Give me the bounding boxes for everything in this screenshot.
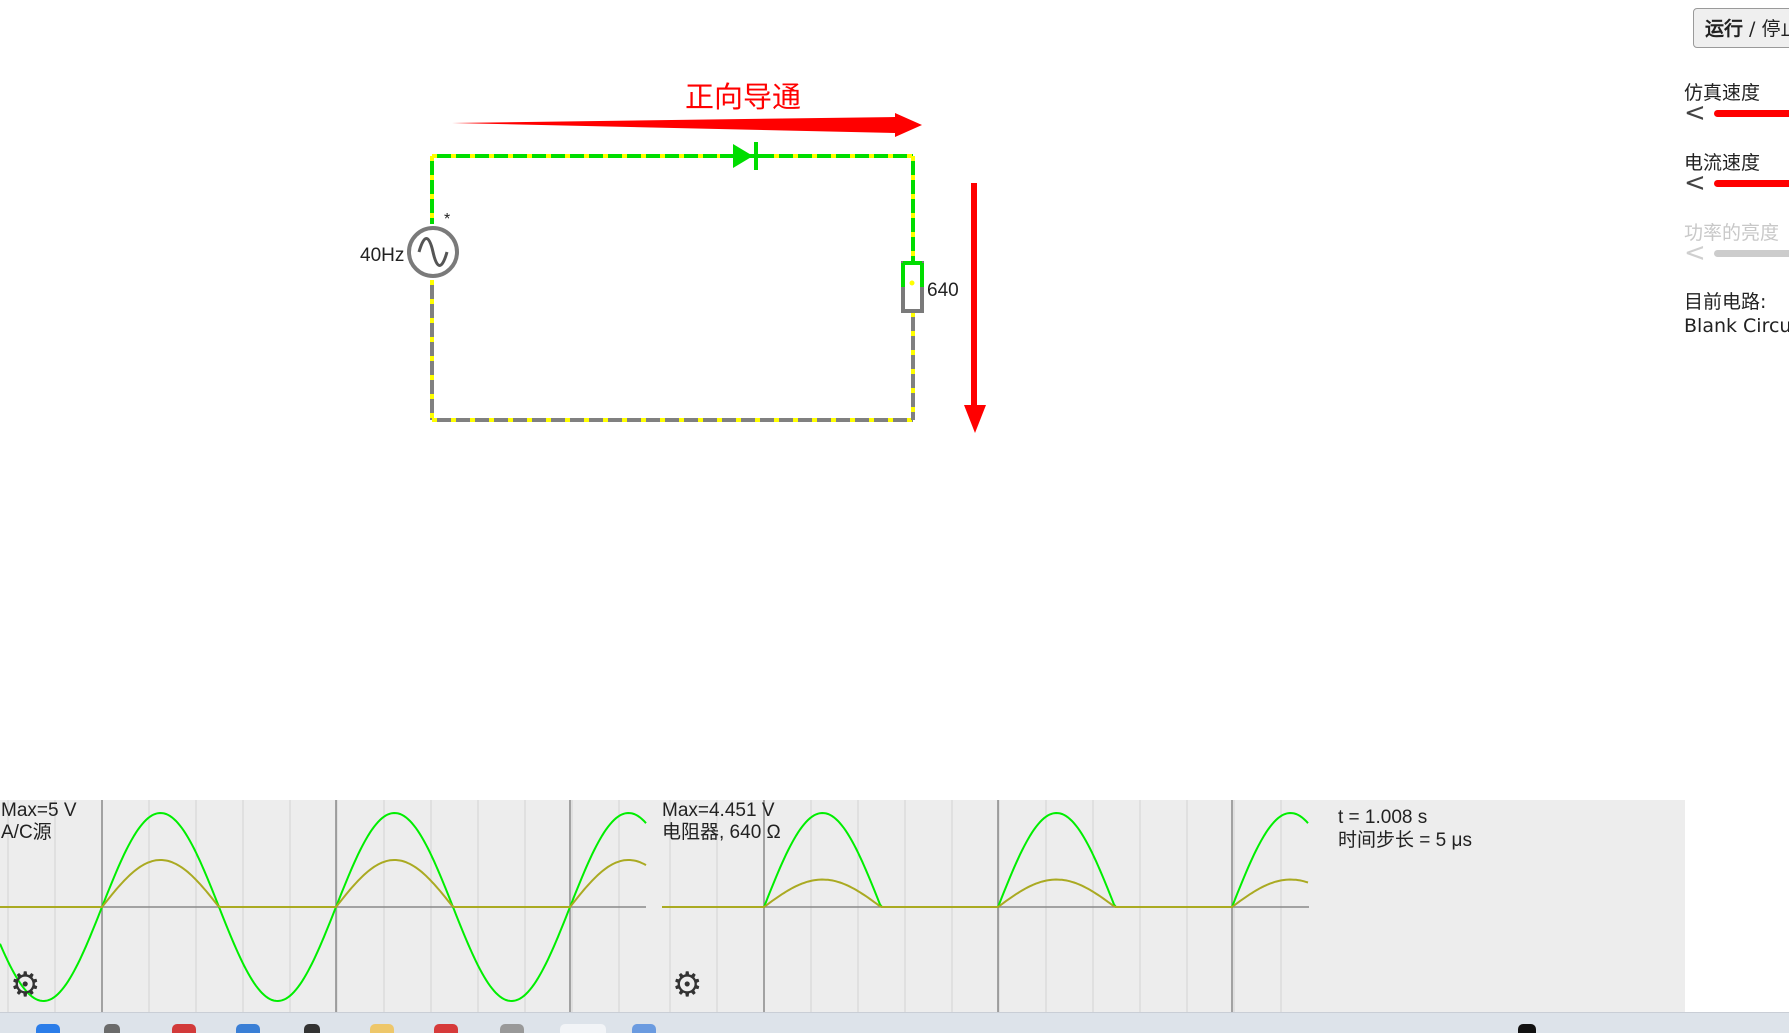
chevron-left-icon[interactable]: < — [1684, 170, 1706, 196]
diode[interactable] — [720, 142, 770, 170]
downward-current-arrow — [964, 183, 986, 433]
circuit-canvas[interactable]: 正向导通 40Hz * — [0, 0, 1789, 800]
scope-secondary-trace — [0, 860, 646, 907]
gear-icon[interactable]: ⚙ — [672, 968, 702, 1002]
resistor-value-label: 640 — [927, 280, 959, 301]
power-brightness-slider: < — [1684, 240, 1789, 266]
control-panel: 运行 / 停止 仿真速度 < 电流速度 < 功率的亮度 < 目前电路: Blan… — [1684, 0, 1789, 800]
run-label: 运行 — [1705, 18, 1743, 40]
run-stop-separator: / — [1743, 18, 1761, 40]
sim-speed-slider[interactable]: < — [1684, 100, 1789, 126]
chevron-left-icon: < — [1684, 240, 1706, 266]
sim-time: t = 1.008 s — [1338, 806, 1472, 829]
source-frequency-label: 40Hz — [360, 245, 404, 266]
ac-voltage-source[interactable] — [409, 228, 457, 276]
current-circuit-name: Blank Circuit — [1684, 314, 1789, 338]
run-stop-button[interactable]: 运行 / 停止 — [1693, 8, 1789, 48]
scope-ac-source-labels: Max=5 V A/C源 — [1, 800, 77, 844]
scope-max-label: Max=4.451 V — [662, 800, 781, 822]
gear-icon[interactable]: ⚙ — [10, 968, 40, 1002]
source-polarity-marker: * — [444, 211, 450, 228]
current-circuit-label: 目前电路: — [1684, 290, 1789, 314]
forward-conduction-arrow — [452, 113, 922, 137]
chevron-left-icon[interactable]: < — [1684, 100, 1706, 126]
sim-timestep: 时间步长 = 5 μs — [1338, 829, 1472, 852]
current-speed-track[interactable] — [1714, 180, 1789, 187]
scope-title: A/C源 — [1, 822, 77, 844]
scope-max-label: Max=5 V — [1, 800, 77, 822]
scope-title: 电阻器, 640 Ω — [662, 822, 781, 844]
scope-secondary-trace — [662, 880, 1308, 908]
resistor[interactable] — [903, 263, 922, 311]
stop-label: 停止 — [1762, 18, 1789, 40]
resistor-icon — [903, 263, 922, 311]
scope-ac-source[interactable] — [0, 800, 646, 1012]
annotation-label: 正向导通 — [685, 80, 801, 114]
current-circuit-info: 目前电路: Blank Circuit — [1684, 290, 1789, 338]
simulation-info: t = 1.008 s 时间步长 = 5 μs — [1338, 806, 1472, 852]
scope-resistor-labels: Max=4.451 V 电阻器, 640 Ω — [662, 800, 781, 844]
sim-speed-track[interactable] — [1714, 110, 1789, 117]
power-brightness-track — [1714, 250, 1789, 257]
current-speed-slider[interactable]: < — [1684, 170, 1789, 196]
os-taskbar — [0, 1012, 1789, 1033]
scope-panel: Max=5 V A/C源 Max=4.451 V 电阻器, 640 Ω ⚙ ⚙ … — [0, 800, 1685, 1012]
